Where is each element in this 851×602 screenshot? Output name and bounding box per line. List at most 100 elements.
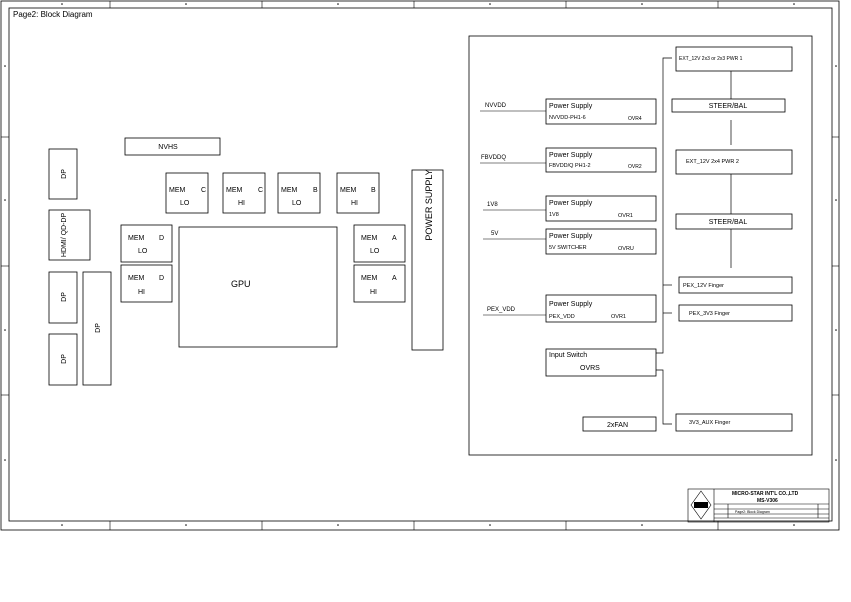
aux-3v3-finger: 3V3_AUX Finger — [675, 413, 793, 432]
svg-text:5V SWITCHER: 5V SWITCHER — [549, 245, 587, 251]
svg-text:PEX_VDD: PEX_VDD — [549, 314, 575, 320]
power-supply-vertical: POWER SUPPLY — [411, 169, 444, 351]
svg-text:Power Supply: Power Supply — [549, 103, 593, 110]
svg-text:PEX_12V Finger: PEX_12V Finger — [683, 283, 724, 289]
outer-border — [0, 0, 840, 531]
svg-text:DP: DP — [61, 292, 68, 302]
svg-text:HI: HI — [138, 289, 145, 296]
svg-text:PEX_3V3 Finger: PEX_3V3 Finger — [689, 311, 730, 317]
svg-text:C: C — [201, 187, 206, 194]
svg-text:LO: LO — [370, 248, 380, 255]
svg-text:OVRU: OVRU — [618, 246, 634, 252]
title-block — [687, 488, 830, 523]
svg-text:MEM: MEM — [226, 187, 243, 194]
svg-text:HI: HI — [351, 200, 358, 207]
svg-text:MEM: MEM — [361, 235, 378, 242]
mem-c-hi: MEM C HI — [222, 172, 266, 214]
svg-text:LO: LO — [180, 200, 190, 207]
dp-connector-tall: DP — [82, 271, 112, 386]
svg-text:A: A — [392, 275, 397, 282]
svg-text:Power Supply: Power Supply — [549, 233, 593, 240]
svg-text:MEM: MEM — [281, 187, 298, 194]
power-supply-pex-vdd: Power Supply PEX_VDD OVR1 — [545, 294, 657, 323]
pex-12v-finger: PEX_12V Finger — [678, 276, 793, 294]
rail-5v: 5V — [483, 231, 546, 240]
svg-text:HDMI/ QD-DP: HDMI/ QD-DP — [61, 213, 68, 258]
mem-d-hi: MEM D HI — [120, 264, 173, 303]
dp-connector-2: DP — [48, 271, 78, 324]
svg-text:MEM: MEM — [361, 275, 378, 282]
gpu-block: GPU — [178, 226, 338, 348]
fan-box: 2xFAN — [582, 416, 657, 432]
power-supply-fbvddq: Power Supply FBVDD/Q PH1-2 OVR2 — [545, 147, 657, 173]
power-supply-5v: Power Supply 5V SWITCHER OVRU — [545, 228, 657, 255]
pex-3v3-finger: PEX_3V3 Finger — [678, 304, 793, 322]
svg-text:Power Supply: Power Supply — [549, 152, 593, 159]
svg-text:2xFAN: 2xFAN — [607, 422, 628, 429]
title-block-page: Page2: Block Diagram — [735, 510, 770, 514]
svg-text:B: B — [313, 187, 318, 194]
hdmi-connector: HDMI/ QD-DP — [48, 209, 91, 261]
svg-text:STEER/BAL: STEER/BAL — [709, 219, 748, 226]
ext-12v-pwr2: EXT_12V 2x4 PWR 2 — [675, 149, 793, 175]
svg-text:C: C — [258, 187, 263, 194]
svg-text:OVR4: OVR4 — [628, 116, 642, 122]
rail-1v8: 1V8 — [483, 202, 546, 211]
svg-text:OVR1: OVR1 — [611, 314, 626, 320]
svg-text:PEX_VDD: PEX_VDD — [487, 307, 516, 313]
svg-text:HI: HI — [238, 200, 245, 207]
svg-text:Power Supply: Power Supply — [549, 301, 593, 308]
model-name: MS-V306 — [757, 498, 778, 504]
svg-text:POWER SUPPLY: POWER SUPPLY — [424, 169, 434, 240]
svg-text:OVR1: OVR1 — [618, 213, 633, 219]
svg-text:A: A — [392, 235, 397, 242]
company-name: MICRO-STAR INT'L CO.,LTD — [732, 491, 799, 497]
msi-logo — [690, 490, 712, 520]
svg-text:OVR2: OVR2 — [628, 164, 642, 170]
svg-text:DP: DP — [61, 354, 68, 364]
svg-text:Input Switch: Input Switch — [549, 352, 587, 359]
svg-text:1V8: 1V8 — [549, 212, 559, 218]
svg-text:D: D — [159, 275, 164, 282]
svg-text:FBVDDQ: FBVDDQ — [481, 155, 506, 161]
svg-text:B: B — [371, 187, 376, 194]
svg-text:DP: DP — [95, 323, 102, 333]
rail-pex-vdd: PEX_VDD — [483, 307, 546, 316]
svg-text:DP: DP — [61, 169, 68, 179]
mem-c-lo: MEM C LO — [165, 172, 209, 214]
svg-text:3V3_AUX Finger: 3V3_AUX Finger — [689, 420, 730, 426]
svg-text:GPU: GPU — [231, 279, 251, 289]
svg-text:HI: HI — [370, 289, 377, 296]
svg-text:EXT_12V 2x3 or 2x3 PWR 1: EXT_12V 2x3 or 2x3 PWR 1 — [679, 56, 743, 62]
svg-text:D: D — [159, 235, 164, 242]
power-supply-nvvdd: Power Supply NVVDD-PH1-6 OVR4 — [545, 98, 657, 125]
svg-text:Power Supply: Power Supply — [549, 200, 593, 207]
border-dots — [4, 3, 837, 526]
svg-text:NVHS: NVHS — [158, 144, 178, 151]
dp-connector-1: DP — [48, 148, 78, 200]
svg-text:NVVDD-PH1-6: NVVDD-PH1-6 — [549, 115, 586, 121]
power-section-frame — [468, 35, 813, 456]
svg-text:FBVDD/Q PH1-2: FBVDD/Q PH1-2 — [549, 163, 591, 169]
mem-b-hi: MEM B HI — [336, 172, 380, 214]
svg-text:LO: LO — [292, 200, 302, 207]
mem-d-lo: MEM D LO — [120, 224, 173, 263]
mem-a-hi: MEM A HI — [353, 264, 406, 303]
svg-text:STEER/BAL: STEER/BAL — [709, 103, 748, 110]
svg-text:NVVDD: NVVDD — [485, 103, 507, 109]
svg-text:EXT_12V 2x4 PWR 2: EXT_12V 2x4 PWR 2 — [686, 159, 739, 165]
svg-text:MEM: MEM — [169, 187, 186, 194]
mem-a-lo: MEM A LO — [353, 224, 406, 263]
dp-connector-3: DP — [48, 333, 78, 386]
ext-12v-pwr1: EXT_12V 2x3 or 2x3 PWR 1 — [675, 46, 793, 72]
svg-text:MEM: MEM — [128, 235, 145, 242]
page-title: Page2: Block Diagram — [13, 10, 93, 19]
steer-bal-1: STEER/BAL — [671, 98, 786, 113]
power-supply-1v8: Power Supply 1V8 OVR1 — [545, 195, 657, 222]
border-ticks — [1, 1, 839, 530]
rail-fbvddq: FBVDDQ — [480, 155, 546, 164]
input-switch: Input Switch OVRS — [545, 348, 657, 377]
svg-text:5V: 5V — [491, 231, 498, 237]
svg-text:MEM: MEM — [128, 275, 145, 282]
